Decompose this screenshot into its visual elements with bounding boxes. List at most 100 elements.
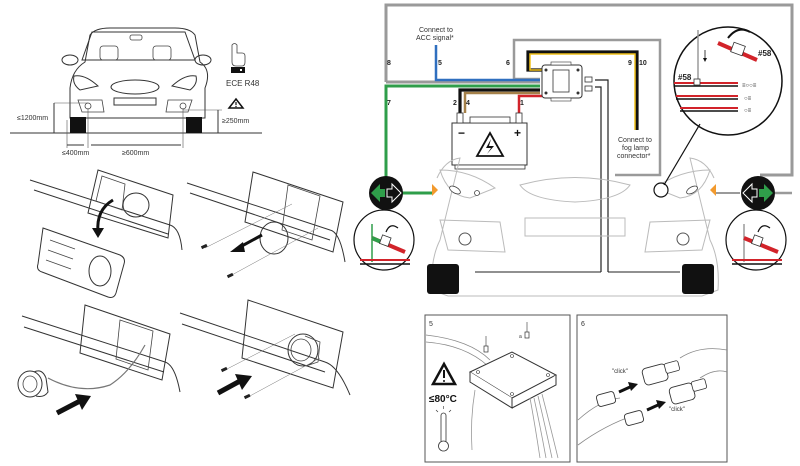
high-voltage-icon (475, 131, 505, 157)
mirror-right (194, 54, 212, 66)
arrow-out-icon (239, 233, 263, 249)
grille-cover (37, 227, 125, 298)
screw-label-a: a (519, 334, 522, 340)
module-box (468, 351, 558, 409)
splice-detail-magnified: #58 #58 ≡○○≡ ○≡ ○≡ (663, 26, 783, 186)
bumper-recess (244, 171, 344, 253)
fog-recess-right (165, 99, 193, 113)
car-dimension-drawing: ≤1200mm ≥250mm ≤400mm ≥600mm ECE R48 (10, 27, 262, 157)
connector-male-1 (595, 391, 617, 407)
fog-wire-left (595, 79, 609, 272)
connector-female-1 (641, 360, 681, 386)
push-arrow-icon (618, 382, 638, 394)
dim-min-height-label: ≥250mm (222, 118, 249, 125)
battery-plus-label: + (514, 126, 521, 140)
windshield (81, 31, 196, 61)
screw-icon (226, 272, 234, 279)
wheel-left (70, 117, 86, 133)
seat-left (99, 45, 119, 61)
wheel-right (682, 264, 714, 294)
click-label-2: "click" (669, 407, 685, 413)
low-beam-icon: ○≡ (744, 96, 752, 102)
warning-triangle-icon (430, 361, 458, 386)
wire-number-5: 5 (438, 60, 442, 67)
wire-number-10: 10 (639, 60, 647, 67)
license-plate (524, 217, 626, 237)
acc-label-line2: ACC signal* (416, 35, 454, 42)
wire-number-2: 2 (453, 100, 457, 107)
grille (110, 79, 160, 95)
fog-label-line3: connector* (617, 153, 651, 160)
headlight-right (170, 75, 197, 91)
wire-4-brown (463, 91, 540, 113)
fog-lamp-left (458, 232, 472, 246)
panel-5: 5 a ≤80°C (424, 314, 571, 463)
install-step-insert-new-lamp (17, 304, 181, 416)
bumper-recess (87, 169, 174, 239)
wire-number-1: 1 (520, 100, 524, 107)
battery: − + (451, 112, 528, 170)
wire-7-green (384, 84, 540, 178)
car-front-outline (427, 157, 719, 297)
warning-triangle-icon (227, 97, 245, 109)
grille (519, 177, 631, 203)
turn-signal-right-badge (741, 176, 775, 210)
mirror-left (61, 54, 79, 66)
screw-icon (220, 366, 228, 373)
wire-number-8: 8 (387, 60, 391, 67)
splice-code-label-2: #58 (678, 73, 692, 82)
install-step-remove-grille (29, 169, 183, 298)
panel-6-number: 6 (581, 321, 585, 328)
license-plate (113, 97, 157, 106)
arrow-right-icon (759, 184, 773, 202)
battery-terminal-plus (515, 112, 523, 124)
fitted-lamp (287, 333, 321, 367)
wire-5-blue (434, 45, 540, 82)
bulb-icon (449, 185, 698, 196)
install-step-fix-lamp (179, 299, 351, 400)
wheel-left (427, 264, 459, 294)
wire-2-black (458, 88, 540, 113)
splice-code-label: #58 (758, 49, 772, 58)
wire-number-6: 6 (506, 60, 510, 67)
arrow-in-icon (55, 398, 82, 416)
splice-detail-right (725, 209, 787, 271)
car-body-outline (69, 27, 209, 119)
wire-number-7: 7 (387, 100, 391, 107)
screw-icon (524, 322, 530, 339)
acc-label-line1: Connect to (419, 27, 453, 34)
screw-icon (483, 336, 489, 353)
wire-number-4: 4 (466, 100, 470, 107)
fog-lamp-right (676, 232, 690, 246)
panel-5-number: 5 (429, 321, 433, 328)
panel-6: 6 "click" "click" (576, 314, 728, 463)
fog-label-line2: fog lamp (622, 145, 649, 152)
arrow-in-icon (216, 378, 242, 396)
wire-1-red (517, 94, 542, 113)
wheel-right (186, 117, 202, 133)
old-lamp (122, 192, 150, 218)
lamp-body (259, 221, 289, 255)
lamp-cable (47, 344, 146, 390)
high-beam-icon: ○≡ (744, 108, 752, 114)
click-label-1: "click" (612, 369, 628, 375)
headlight-left (439, 169, 497, 199)
ece-label: ECE R48 (226, 79, 260, 88)
screw-icon (243, 393, 251, 400)
install-step-remove-old-lamp (186, 171, 346, 279)
seat-right (152, 45, 172, 61)
bumper-recess (79, 304, 171, 381)
dim-max-height-label: ≤1200mm (17, 115, 48, 122)
wiring-diagram: − + 8 5 6 7 2 4 1 9 10 Connect to ACC si… (353, 3, 794, 297)
control-module (541, 61, 593, 102)
rearview-mirror (129, 34, 143, 41)
fuse-detail-circle (653, 182, 669, 198)
dim-spacing-label: ≥600mm (122, 150, 149, 157)
dim-edge-label: ≤400mm (62, 150, 89, 157)
wire-number-9: 9 (628, 60, 632, 67)
screw-icon (200, 243, 208, 250)
indicator-right (710, 184, 716, 196)
battery-terminal-minus (456, 112, 464, 124)
arrow-left-icon (371, 184, 385, 202)
push-arrow-icon (646, 400, 666, 412)
